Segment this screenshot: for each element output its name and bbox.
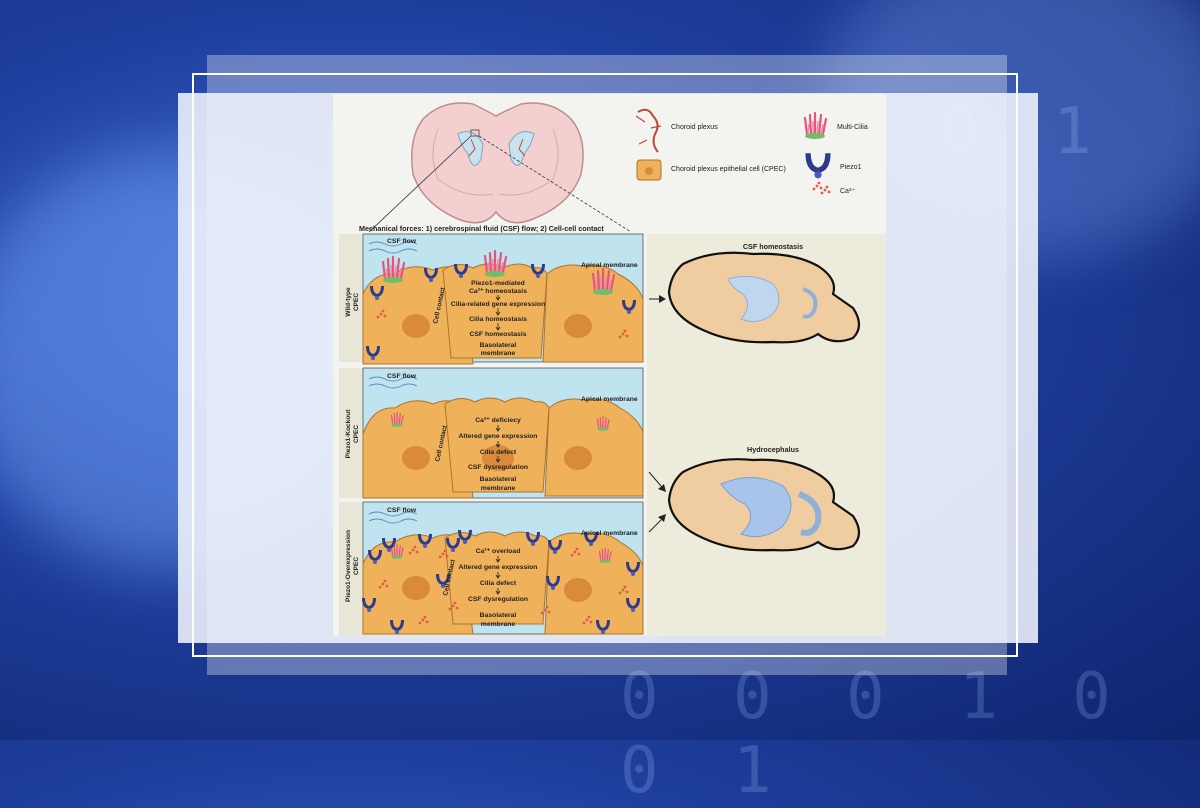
- graphical-abstract: Choroid plexus Multi-Cilia Choroid plexu…: [333, 94, 886, 636]
- pathway-step: CSF homeostasis: [469, 331, 526, 338]
- row-label: Wild-type: [345, 287, 352, 317]
- csf-flow-label: CSF flow: [387, 507, 417, 514]
- legend-cpec: Choroid plexus epithelial cell (CPEC): [671, 166, 786, 173]
- brain-hydrocephalus: Hydrocephalus: [667, 445, 861, 552]
- pathway-step: Cilia defect: [480, 449, 517, 456]
- row-label: CPEC: [353, 293, 360, 311]
- row-piezo1-knockout: Piezo1-Kockout CPEC CSF flow Cell contac…: [339, 367, 644, 499]
- background-digits: 0 0 0 1 0 0 1: [620, 660, 1129, 808]
- row-piezo1-overexpression: Piezo1-Overexpression CPEC CSF flow Cell…: [339, 501, 644, 636]
- row-label: Piezo1-Overexpression: [345, 530, 352, 602]
- basolateral-label: Basolateral: [480, 476, 517, 483]
- basolateral-label: membrane: [481, 621, 516, 628]
- legend-choroid-plexus: Choroid plexus: [671, 124, 718, 131]
- brain-coronal-section: [411, 102, 584, 224]
- row-label: Piezo1-Kockout: [345, 409, 352, 459]
- figure-svg: Choroid plexus Multi-Cilia Choroid plexu…: [339, 102, 886, 636]
- row-label: CPEC: [353, 425, 360, 443]
- pathway-step: Altered gene expression: [459, 564, 538, 571]
- pathway-step: Piezo1-mediated: [471, 280, 525, 287]
- apical-membrane-label: Apical membrane: [581, 396, 638, 403]
- pathway-step: Cilia-related gene expression: [451, 301, 545, 308]
- basolateral-label: membrane: [481, 485, 516, 492]
- legend-calcium: Ca²⁺: [840, 188, 855, 195]
- white-frame: [192, 73, 1018, 657]
- csf-flow-label: CSF flow: [387, 238, 417, 245]
- row-label: CPEC: [353, 557, 360, 575]
- row-wild-type: Wild-type CPEC CSF flow Cell contact Api…: [339, 233, 644, 365]
- multi-cilia-icon: [803, 111, 828, 141]
- calcium-icon: [812, 181, 823, 191]
- basolateral-label: Basolateral: [480, 612, 517, 619]
- pathway-step: Altered gene expression: [459, 433, 538, 440]
- outcome-label: CSF homeostasis: [743, 242, 803, 251]
- legend: Choroid plexus Multi-Cilia Choroid plexu…: [635, 108, 868, 195]
- piezo1-icon: [805, 153, 831, 179]
- pathway-step: CSF dysregulation: [468, 596, 528, 603]
- pathway-step: Cilia defect: [480, 580, 517, 587]
- zoom-line: [368, 135, 472, 233]
- pathway-step: Cilia homeostasis: [469, 316, 527, 323]
- brain-csf-homeostasis: CSF homeostasis: [667, 242, 861, 344]
- apical-membrane-label: Apical membrane: [581, 530, 638, 537]
- outcome-label: Hydrocephalus: [747, 445, 799, 454]
- csf-flow-label: CSF flow: [387, 373, 417, 380]
- legend-piezo1: Piezo1: [840, 164, 862, 171]
- pathway-step: Ca²⁺ homeostasis: [469, 288, 527, 295]
- mechanical-forces-header: Mechanical forces: 1) cerebrospinal flui…: [359, 224, 604, 233]
- pathway-step: Ca²⁺ deficiecy: [475, 417, 521, 424]
- basolateral-label: membrane: [481, 350, 516, 357]
- basolateral-label: Basolateral: [480, 342, 517, 349]
- pathway-step: Ca²⁺ overload: [476, 548, 521, 555]
- legend-multi-cilia: Multi-Cilia: [837, 124, 868, 131]
- outcome-arrows: [648, 295, 666, 533]
- apical-membrane-label: Apical membrane: [581, 262, 638, 269]
- choroid-plexus-icon: [637, 108, 659, 153]
- pathway-step: CSF dysregulation: [468, 464, 528, 471]
